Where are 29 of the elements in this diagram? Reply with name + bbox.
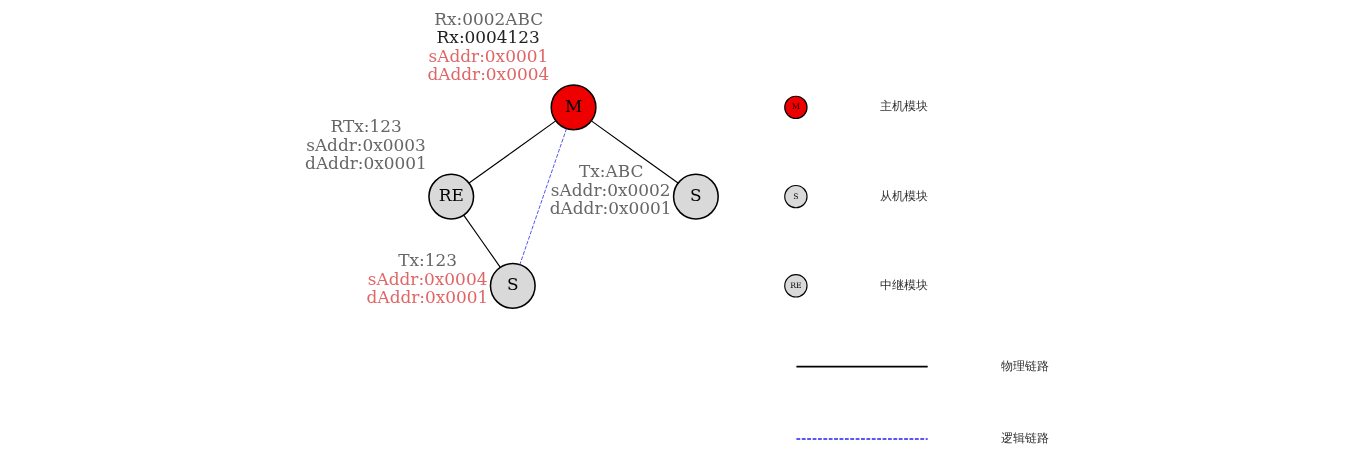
node-label: dAddr:0x0001 — [366, 287, 489, 308]
node-label: Tx:ABC — [578, 161, 644, 182]
node-label: Rx:0004123 — [436, 27, 540, 48]
node-label: RTx:123 — [330, 116, 402, 137]
connector — [468, 120, 557, 184]
node-label: sAddr:0x0002 — [550, 179, 671, 200]
label: M — [791, 102, 800, 112]
node-label: Tx:123 — [398, 250, 457, 271]
legend-label: 主机模块 — [880, 99, 929, 114]
node-label: sAddr:0x0001 — [428, 45, 549, 66]
node-circle: RE — [428, 173, 475, 220]
legend-label: 逻辑链路 — [1001, 430, 1050, 445]
connector — [463, 214, 501, 268]
node-circle: S — [489, 262, 536, 309]
node-circle: S — [672, 173, 719, 220]
node-label: dAddr:0x0004 — [427, 64, 550, 85]
label: S — [793, 191, 799, 201]
node-circle: M — [550, 84, 597, 131]
label: RE — [790, 280, 802, 290]
legend-label: 物理链路 — [1001, 358, 1050, 373]
legend-label: 从机模块 — [880, 188, 929, 203]
node-label: dAddr:0x0001 — [549, 198, 672, 218]
node-label: sAddr:0x0003 — [306, 134, 426, 155]
node-label: Rx:0002ABC — [434, 8, 544, 29]
node-label: dAddr:0x0001 — [305, 153, 427, 174]
node-label: sAddr:0x0004 — [367, 268, 488, 289]
connector — [590, 120, 679, 184]
legend-label: 中继模块 — [880, 277, 929, 292]
connector — [519, 128, 567, 265]
